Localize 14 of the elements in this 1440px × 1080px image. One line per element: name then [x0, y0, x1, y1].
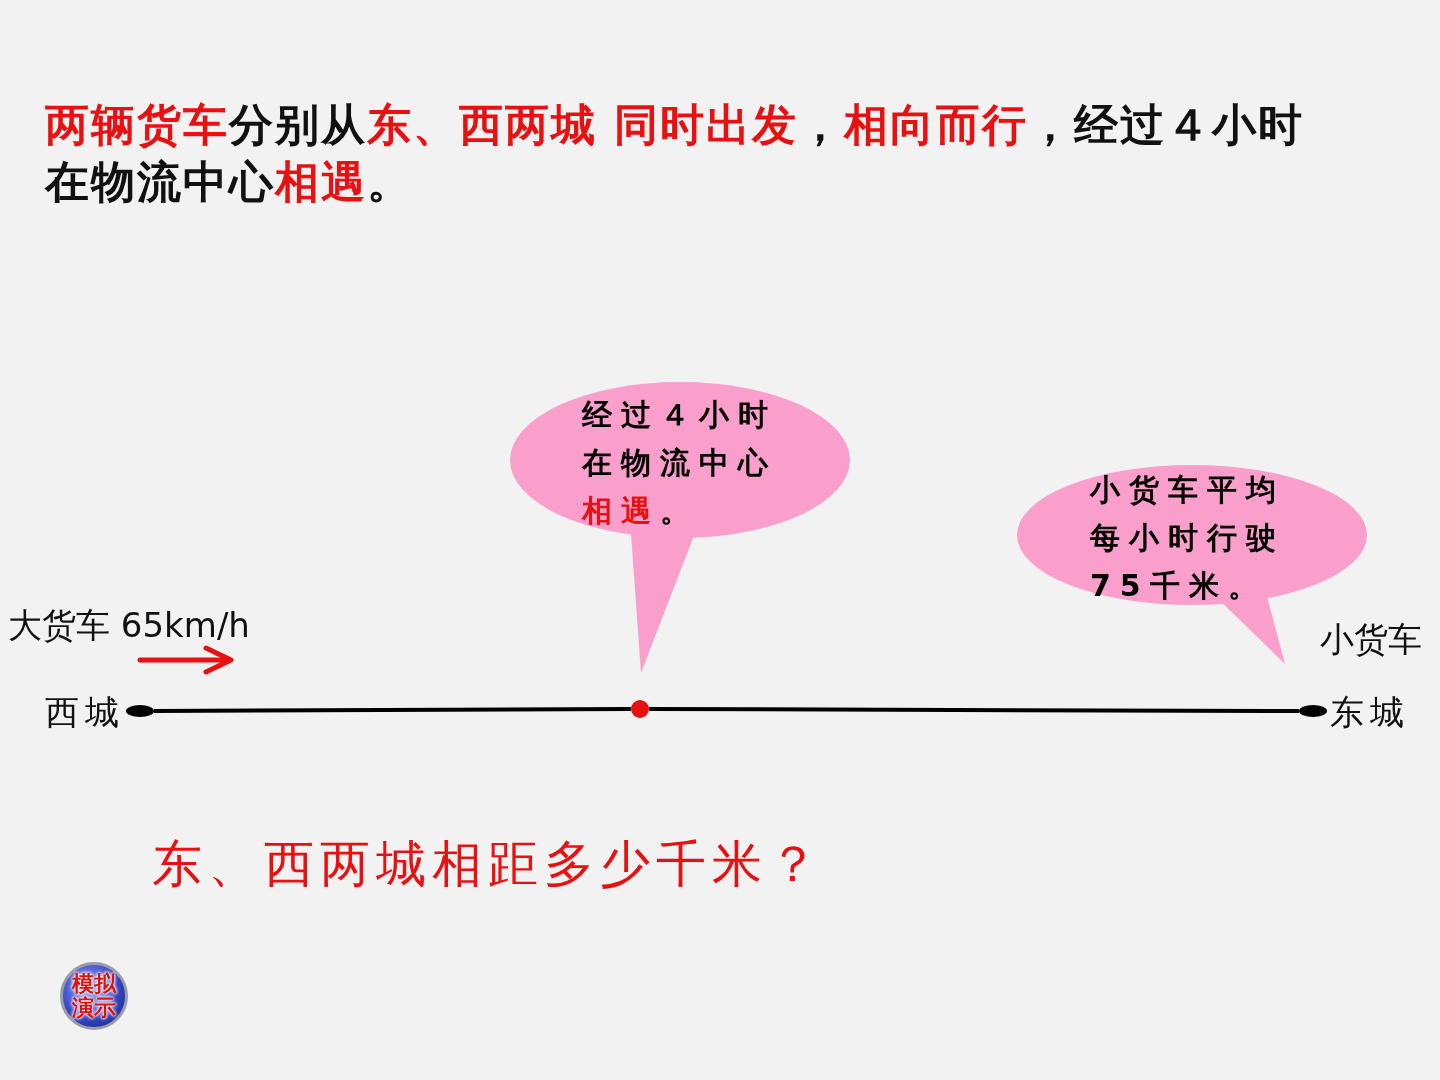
- bubble-text: 经过４小时在物流中心相遇。: [582, 396, 778, 530]
- road-line: [154, 707, 631, 713]
- road-line: [649, 707, 1299, 713]
- truck-label: 小货车: [1320, 618, 1422, 661]
- truck-speed-label: 大货车 65km/h: [8, 604, 250, 647]
- demo-button: 模拟演示: [60, 962, 128, 1030]
- endpoint-dot: [1299, 705, 1327, 717]
- endpoint-dot: [126, 705, 154, 717]
- city-label: 西城: [45, 691, 125, 734]
- bubble-text: 小货车平均每小时行驶75千米。: [1090, 471, 1286, 605]
- problem-statement: 两辆货车分别从东、西两城 同时出发，相向而行，经过４小时在物流中心相遇。: [45, 98, 1306, 209]
- city-label: 东城: [1330, 691, 1410, 734]
- question-text: 东、西两城相距多少千米？: [152, 834, 824, 894]
- meeting-point-dot: [631, 700, 649, 718]
